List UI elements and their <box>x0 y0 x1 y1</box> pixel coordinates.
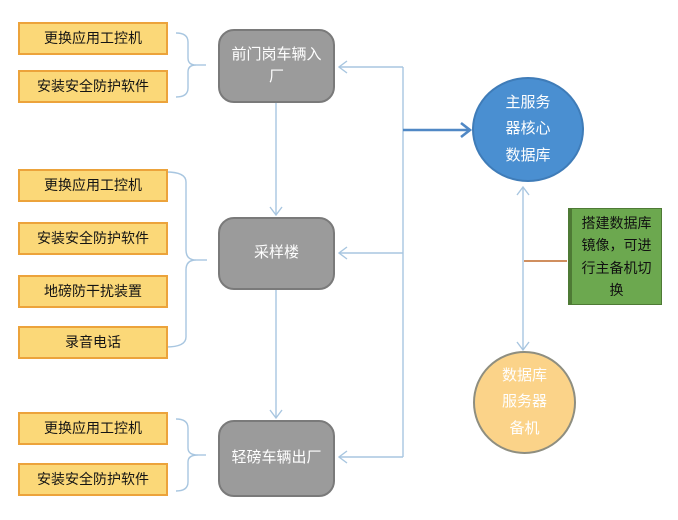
process-light-weigh-exit: 轻磅车辆出厂 <box>218 420 335 497</box>
task-label: 更换应用工控机 <box>44 29 142 46</box>
backup-database-label: 数据库服务器备机 <box>501 367 547 437</box>
task-entry-install-sw: 安装安全防护软件 <box>18 70 168 103</box>
task-label: 安装安全防护软件 <box>37 77 149 94</box>
arrow-sampling-to-exit <box>269 290 283 420</box>
task-label: 安装安全防护软件 <box>37 470 149 487</box>
arrow-db-to-exit <box>337 450 403 464</box>
task-sampling-install-sw: 安装安全防护软件 <box>18 222 168 255</box>
task-sampling-weighbridge: 地磅防干扰装置 <box>18 275 168 308</box>
task-sampling-replace-ipc: 更换应用工控机 <box>18 169 168 202</box>
mirror-note-label: 搭建数据库镜像，可进行主备机切换 <box>581 214 652 298</box>
arrow-trunk-to-main-db <box>403 121 473 139</box>
task-entry-replace-ipc: 更换应用工控机 <box>18 22 168 55</box>
task-label: 安装安全防护软件 <box>37 229 149 246</box>
mirror-note: 搭建数据库镜像，可进行主备机切换 <box>568 208 662 305</box>
brace-exit-tasks <box>175 418 206 492</box>
task-exit-replace-ipc: 更换应用工控机 <box>18 412 168 445</box>
arrow-db-to-sampling <box>337 246 403 260</box>
arrow-main-backup-sync <box>516 185 530 352</box>
task-sampling-recording-phone: 录音电话 <box>18 326 168 359</box>
task-label: 更换应用工控机 <box>44 176 142 193</box>
task-label: 更换应用工控机 <box>44 419 142 436</box>
process-label: 轻磅车辆出厂 <box>231 449 322 467</box>
arrow-db-to-entry <box>337 60 403 74</box>
process-label: 前门岗车辆入厂 <box>231 45 322 86</box>
brace-entry-tasks <box>175 32 206 98</box>
process-sampling-building: 采样楼 <box>218 217 335 290</box>
backup-database-node: 数据库服务器备机 <box>473 351 576 454</box>
main-database-label: 主服务器核心数据库 <box>505 94 551 164</box>
arrow-entry-to-sampling <box>269 103 283 217</box>
brace-sampling-tasks <box>165 171 207 348</box>
process-label: 采样楼 <box>253 244 299 262</box>
main-database-node: 主服务器核心数据库 <box>472 77 584 182</box>
task-label: 录音电话 <box>65 333 121 350</box>
process-gate-entry: 前门岗车辆入厂 <box>218 29 335 103</box>
task-label: 地磅防干扰装置 <box>44 282 142 299</box>
task-exit-install-sw: 安装安全防护软件 <box>18 463 168 496</box>
